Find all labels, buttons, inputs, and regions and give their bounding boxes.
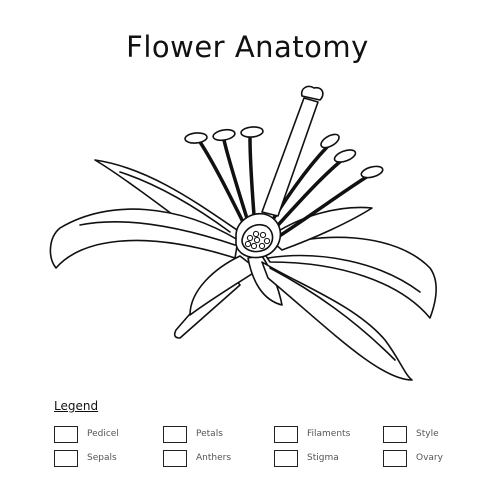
petal-lower-left [190, 256, 258, 315]
legend-item-anthers: Anthers [163, 448, 231, 468]
checkbox-pedicel[interactable] [54, 425, 78, 443]
checkbox-petals[interactable] [163, 425, 187, 443]
checkbox-stigma[interactable] [274, 449, 298, 467]
anther [333, 148, 357, 165]
checkbox-sepals[interactable] [54, 449, 78, 467]
anther [241, 126, 264, 138]
legend-item-stigma: Stigma [274, 448, 339, 468]
petal-right [262, 237, 436, 318]
checkbox-filaments[interactable] [274, 425, 298, 443]
legend-item-ovary: Ovary [383, 448, 443, 468]
style [262, 98, 318, 216]
anther [185, 132, 208, 144]
legend-label-pedicel: Pedicel [87, 429, 119, 439]
legend-label-anthers: Anthers [196, 453, 232, 463]
legend-heading: Legend [54, 399, 99, 413]
checkbox-ovary[interactable] [383, 449, 407, 467]
legend-label-filaments: Filaments [307, 429, 351, 439]
legend-item-style: Style [383, 424, 439, 444]
stigma [302, 86, 323, 100]
legend-item-petals: Petals [163, 424, 223, 444]
legend-label-style: Style [416, 429, 439, 439]
petal-left [50, 209, 238, 268]
page-title: Flower Anatomy [126, 30, 369, 64]
petal-lower-right [262, 262, 412, 380]
legend-label-stigma: Stigma [307, 453, 339, 463]
legend: Pedicel Petals Filaments Style Sepals An… [54, 424, 454, 468]
checkbox-anthers[interactable] [163, 449, 187, 467]
anther [360, 164, 384, 179]
legend-label-petals: Petals [196, 429, 223, 439]
anther [212, 128, 235, 142]
legend-item-pedicel: Pedicel [54, 424, 119, 444]
filament [224, 140, 250, 228]
legend-label-sepals: Sepals [87, 453, 117, 463]
checkbox-style[interactable] [383, 425, 407, 443]
petal-upper-right [268, 207, 372, 250]
legend-label-ovary: Ovary [416, 453, 443, 463]
legend-item-sepals: Sepals [54, 448, 117, 468]
anther [319, 132, 341, 151]
legend-item-filaments: Filaments [274, 424, 350, 444]
